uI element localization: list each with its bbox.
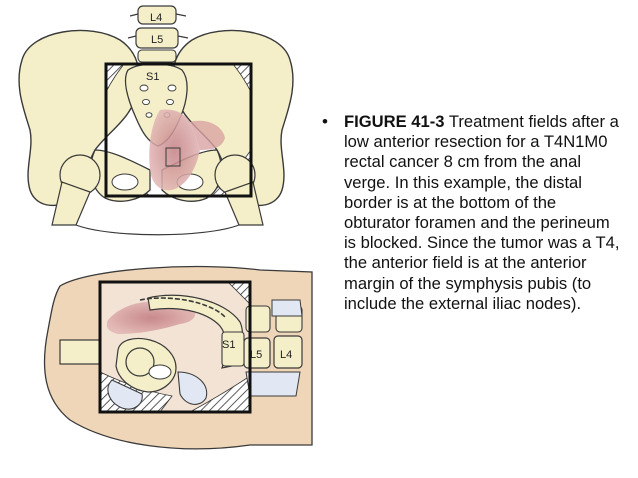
ap-tumor-region	[149, 109, 200, 191]
lateral-bowel	[139, 297, 227, 319]
pelvis-diagram-svg: L4 L5 S1	[18, 5, 313, 450]
caption-text-block: FIGURE 41-3 Treatment fields after a low…	[344, 112, 622, 314]
figure-caption: • FIGURE 41-3 Treatment fields after a l…	[322, 112, 622, 314]
lateral-field-border	[98, 280, 252, 414]
lateral-femoral-head	[125, 347, 155, 377]
left-obturator-foramen	[111, 173, 139, 191]
caption-body: Treatment fields after a low anterior re…	[344, 112, 620, 313]
figure-label: FIGURE 41-3	[344, 112, 445, 131]
lateral-view: S1 L5 L4	[43, 265, 313, 450]
ap-tumor-extension	[190, 120, 225, 150]
ap-label-s1: S1	[146, 71, 159, 83]
lat-label-s1: S1	[222, 339, 235, 351]
lat-label-l4: L4	[280, 349, 292, 361]
ap-vertebrae	[127, 5, 189, 63]
ap-view: L4 L5 S1	[18, 5, 294, 236]
ap-lower-contour	[75, 224, 240, 236]
lat-label-l5: L5	[250, 349, 262, 361]
figure-illustration: L4 L5 S1	[0, 0, 315, 478]
lateral-tumor-region	[106, 301, 196, 334]
caption-bullet: •	[322, 112, 328, 131]
lateral-ischium	[177, 371, 208, 405]
lateral-obturator-foramen	[148, 364, 172, 380]
ap-label-l4: L4	[150, 12, 162, 24]
ap-anal-canal	[165, 147, 181, 167]
ap-label-l5: L5	[151, 34, 163, 46]
sacral-foramina	[139, 84, 177, 118]
lateral-pubis	[107, 379, 143, 410]
ap-field-border	[104, 62, 253, 198]
